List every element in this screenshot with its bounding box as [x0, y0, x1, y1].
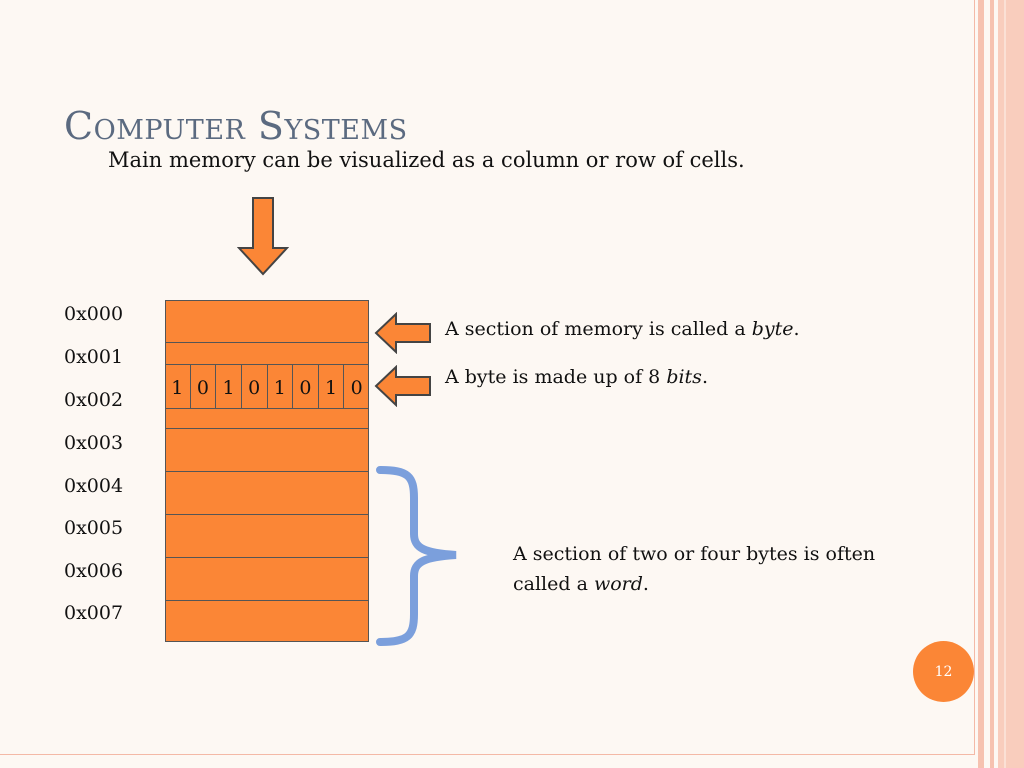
slide-subtitle: Main memory can be visualized as a colum… — [108, 148, 745, 172]
byte-bits: 1 0 1 0 1 0 1 0 — [165, 364, 369, 409]
bit-cell: 0 — [191, 364, 217, 409]
bit-cell: 1 — [268, 364, 294, 409]
address-label: 0x001 — [64, 346, 124, 368]
page-number-badge: 12 — [913, 641, 974, 702]
memory-cell — [165, 600, 369, 642]
bit-cell: 0 — [242, 364, 268, 409]
word-note-line2: called a word. — [513, 569, 973, 599]
address-label: 0x003 — [64, 432, 124, 454]
address-label: 0x007 — [64, 602, 124, 624]
byte-term: byte — [751, 318, 794, 340]
bits-note: A byte is made up of 8 bits. — [445, 366, 708, 388]
bit-cell: 1 — [319, 364, 345, 409]
edge-stripe — [990, 0, 994, 768]
memory-cell — [165, 342, 369, 365]
memory-cell — [165, 300, 369, 343]
address-label: 0x000 — [64, 303, 124, 325]
word-note-end: . — [642, 573, 649, 595]
memory-cell — [165, 471, 369, 515]
byte-note-text: A section of memory is called a — [445, 318, 752, 340]
word-note-line1: A section of two or four bytes is often — [513, 543, 876, 565]
edge-stripe — [998, 0, 1024, 768]
left-arrow-icon — [374, 365, 431, 407]
bit-cell: 0 — [293, 364, 319, 409]
address-label: 0x005 — [64, 517, 124, 539]
byte-note-end: . — [793, 318, 800, 340]
bit-cell: 0 — [350, 377, 363, 399]
word-note: A section of two or four bytes is often … — [513, 539, 973, 599]
address-label: 0x006 — [64, 560, 124, 582]
bit-cell: 1 — [165, 364, 191, 409]
memory-cell — [165, 514, 369, 558]
edge-stripe — [1004, 0, 1006, 768]
word-term: word — [593, 573, 643, 595]
curly-brace-icon — [376, 466, 457, 646]
memory-cell — [165, 408, 369, 429]
left-arrow-icon — [374, 312, 431, 354]
bits-note-text: A byte is made up of 8 — [445, 366, 667, 388]
bits-note-end: . — [701, 366, 708, 388]
word-note-text: called a — [513, 573, 594, 595]
memory-cell — [165, 428, 369, 472]
address-label: 0x002 — [64, 389, 124, 411]
address-label: 0x004 — [64, 475, 124, 497]
edge-stripe — [978, 0, 984, 768]
bits-term: bits — [666, 366, 702, 388]
memory-cell — [165, 557, 369, 601]
slide-frame — [0, 0, 975, 755]
byte-note: A section of memory is called a byte. — [445, 318, 800, 340]
slide-title: Computer Systems — [64, 104, 408, 148]
down-arrow-icon — [237, 197, 289, 276]
bit-cell: 1 — [216, 364, 242, 409]
